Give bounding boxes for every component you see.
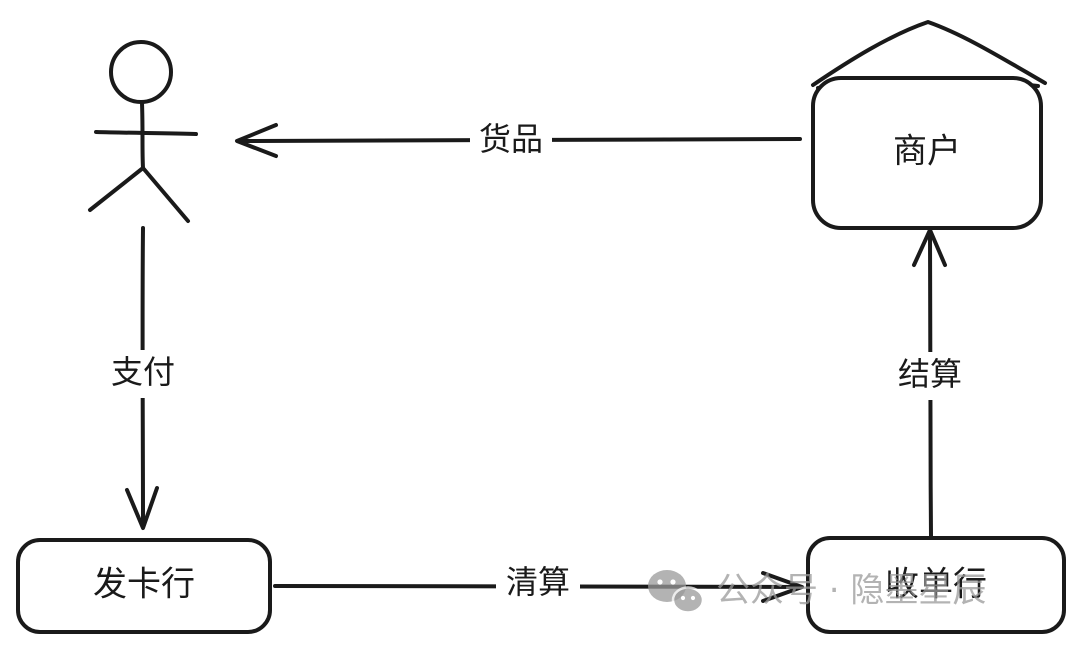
- merchant-node: 商户: [811, 20, 1047, 230]
- clearing-arrow: 清算: [273, 563, 804, 607]
- acquirer-label: 收单行: [885, 565, 987, 605]
- payment-arrow: 支付: [102, 226, 184, 530]
- merchant-label: 商户: [893, 132, 961, 172]
- goods-label: 货品: [479, 120, 543, 158]
- payment-label: 支付: [111, 353, 175, 391]
- customer-figure: [88, 40, 198, 223]
- acquirer-node: 收单行: [806, 536, 1066, 634]
- issuer-node: 发卡行: [16, 538, 272, 634]
- watermark-label: 公众号 · 隐墨星辰: [716, 571, 986, 611]
- wechat-icon: [648, 570, 705, 614]
- issuer-label: 发卡行: [93, 565, 195, 605]
- settlement-arrow: 结算: [888, 228, 972, 538]
- settlement-label: 结算: [898, 355, 962, 393]
- watermark: 公众号 · 隐墨星辰: [648, 570, 986, 614]
- clearing-label: 清算: [506, 563, 570, 601]
- goods-arrow: 货品: [235, 118, 802, 162]
